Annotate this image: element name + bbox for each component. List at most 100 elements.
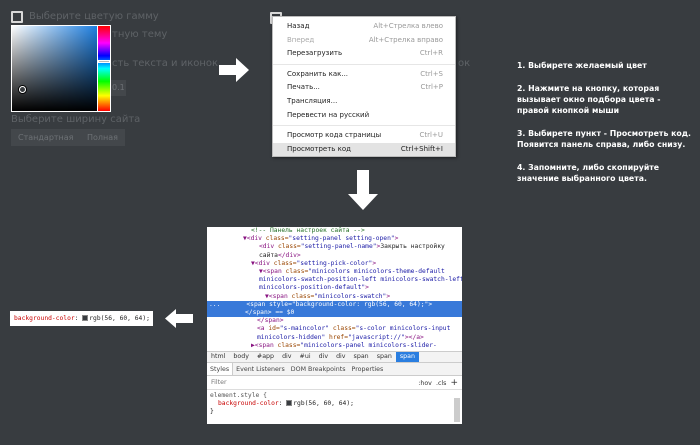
crumb-body[interactable]: body — [233, 353, 249, 360]
dom-node[interactable]: <a id="s-maincolor" class="s-color minic… — [257, 325, 451, 333]
result-code-box: background-color: rgb(56, 60, 64); — [10, 311, 153, 326]
crumb-span[interactable]: span — [353, 353, 369, 360]
crumb-span-active[interactable]: span — [395, 352, 419, 362]
menu-shortcut: Ctrl+U — [419, 131, 443, 140]
rule-property[interactable]: background-color — [218, 400, 279, 407]
menu-label: Сохранить как... — [287, 69, 349, 78]
step-4: 4. Запомните, либо скопируйте значение в… — [517, 163, 660, 183]
opacity-label-partial-2: ок — [458, 58, 471, 69]
tab-dom-breakpoints[interactable]: DOM Breakpoints — [290, 365, 346, 373]
tab-styles[interactable]: Styles — [207, 363, 234, 375]
menu-label: Просмотреть код — [287, 144, 352, 153]
cls-toggle[interactable]: .cls — [435, 379, 447, 387]
dom-node-cont: minicolors-hidden" href="javascript://">… — [257, 333, 424, 341]
dom-node[interactable]: <div class="setting-panel-name">Закрыть … — [259, 243, 445, 251]
selected-node-close: </span> == $0 — [245, 309, 295, 317]
selected-node-open: <span style="background-color: rgb(56, 6… — [246, 300, 433, 308]
result-value: rgb(56, 60, 64); — [89, 315, 150, 322]
opacity-label: сть текста и иконок — [112, 58, 219, 69]
dom-node-cont: minicolors-swatch-position-left minicolo… — [259, 276, 462, 284]
menu-label: Трансляция... — [287, 96, 338, 105]
crumb-app[interactable]: #app — [256, 353, 275, 360]
width-full-button[interactable]: Полная — [80, 129, 125, 146]
menu-item-reload[interactable]: Перезагрузить Ctrl+R — [273, 47, 455, 61]
menu-item-save-as[interactable]: Сохранить как... Ctrl+S — [273, 68, 455, 82]
rule-close: } — [210, 408, 214, 415]
arrow-left-icon — [165, 309, 193, 328]
filter-input[interactable]: Filter — [211, 379, 227, 386]
dom-node[interactable]: </span> — [257, 317, 284, 325]
menu-shortcut: Ctrl+P — [420, 83, 443, 92]
context-menu: Назад Alt+Стрелка влево Вперед Alt+Стрелка… — [272, 16, 456, 157]
menu-shortcut: Ctrl+R — [419, 49, 443, 58]
result-property: background-color — [14, 315, 75, 322]
menu-item-back[interactable]: Назад Alt+Стрелка влево — [273, 20, 455, 34]
devtools-panel: <!-- Панель настроек сайта --> ▼<div cla… — [207, 227, 462, 424]
menu-item-cast[interactable]: Трансляция... — [273, 95, 455, 109]
menu-item-print[interactable]: Печать... Ctrl+P — [273, 81, 455, 95]
hue-handle[interactable] — [98, 60, 110, 63]
style-rule: element.style { background-color: rgb(56… — [207, 390, 462, 422]
dom-node[interactable]: ▼<span class="minicolors minicolors-them… — [259, 268, 445, 276]
crumb-div[interactable]: div — [336, 353, 346, 360]
menu-item-translate[interactable]: Перевести на русский — [273, 109, 455, 123]
color-swatch[interactable] — [286, 400, 293, 406]
code-comment: <!-- Панель настроек сайта --> — [251, 227, 365, 234]
dom-node-cont: minicolors-position-default"> — [259, 284, 369, 292]
dom-node[interactable]: ▼<div class="setting-pick-color"> — [251, 259, 377, 267]
menu-shortcut: Ctrl+Shift+I — [400, 144, 443, 153]
menu-separator — [273, 63, 455, 65]
menu-separator — [273, 125, 455, 127]
node-menu-dots[interactable]: ... — [209, 300, 221, 308]
dom-node[interactable]: сайта</div> — [259, 251, 301, 259]
rule-value[interactable]: rgb(56, 60, 64); — [293, 400, 354, 407]
dom-node[interactable]: ▼<div class="setting-panel setting-open"… — [243, 235, 399, 243]
devtools-tabs: Styles Event Listeners DOM Breakpoints P… — [207, 362, 462, 376]
step-1: 1. Выбирете желаемый цвет — [517, 61, 647, 70]
color-picker[interactable] — [11, 25, 111, 112]
hue-slider[interactable] — [98, 26, 110, 111]
result-color-swatch — [82, 315, 89, 321]
menu-label: Вперед — [287, 35, 315, 44]
scrollbar[interactable] — [454, 398, 460, 422]
dom-node[interactable]: ▼<span class="minicolors-swatch"> — [265, 292, 391, 300]
menu-label: Печать... — [287, 83, 320, 92]
crumb-div[interactable]: div — [282, 353, 292, 360]
color-selector-handle[interactable] — [19, 86, 26, 93]
menu-shortcut: Alt+Стрелка вправо — [368, 35, 443, 44]
menu-shortcut: Ctrl+S — [420, 69, 443, 78]
step-3: 3. Выбирете пункт - Просмотреть код. Поя… — [517, 129, 691, 149]
elements-tree: <!-- Панель настроек сайта --> ▼<div cla… — [207, 227, 462, 351]
menu-label: Просмотр кода страницы — [287, 131, 382, 140]
menu-item-view-source[interactable]: Просмотр кода страницы Ctrl+U — [273, 129, 455, 143]
crumb-span[interactable]: span — [376, 353, 392, 360]
arrow-down-icon — [348, 170, 378, 210]
crumb-div[interactable]: div — [318, 353, 329, 360]
theme-label: тную тему — [112, 29, 168, 40]
tab-properties[interactable]: Properties — [351, 365, 384, 373]
menu-label: Назад — [287, 22, 310, 30]
selected-dom-node[interactable]: ... <span style="background-color: rgb(56… — [207, 300, 462, 318]
styles-filter-bar: Filter :hov .cls + — [207, 376, 462, 390]
menu-label: Перевести на русский — [287, 110, 370, 119]
breadcrumb: html body #app div #ui div div span span… — [207, 351, 462, 362]
width-standard-button[interactable]: Стандартная — [11, 129, 81, 146]
menu-item-inspect[interactable]: Просмотреть код Ctrl+Shift+I — [273, 142, 455, 157]
instructions: 1. Выбирете желаемый цвет 2. Нажмите на … — [517, 60, 692, 196]
menu-label: Перезагрузить — [287, 49, 343, 58]
step-2: 2. Нажмите на кнопку, которая вызывает о… — [517, 84, 661, 115]
color-scheme-label: Выберите цветую гамму — [29, 11, 159, 22]
dom-node[interactable]: ▶<span class="minicolors-panel minicolor… — [251, 341, 437, 349]
crumb-ui[interactable]: #ui — [299, 353, 311, 360]
saturation-value-area[interactable] — [12, 26, 97, 111]
width-label: Выберите ширину сайта — [11, 114, 141, 125]
add-rule-button[interactable]: + — [450, 377, 458, 388]
tab-event-listeners[interactable]: Event Listeners — [236, 365, 285, 373]
arrow-right-icon — [219, 58, 249, 82]
menu-shortcut: Alt+Стрелка влево — [373, 22, 443, 30]
menu-item-forward: Вперед Alt+Стрелка вправо — [273, 34, 455, 48]
hov-toggle[interactable]: :hov — [418, 379, 432, 387]
color-scheme-checkbox[interactable] — [11, 11, 23, 23]
crumb-html[interactable]: html — [211, 353, 226, 360]
rule-selector: element.style { — [210, 392, 267, 399]
